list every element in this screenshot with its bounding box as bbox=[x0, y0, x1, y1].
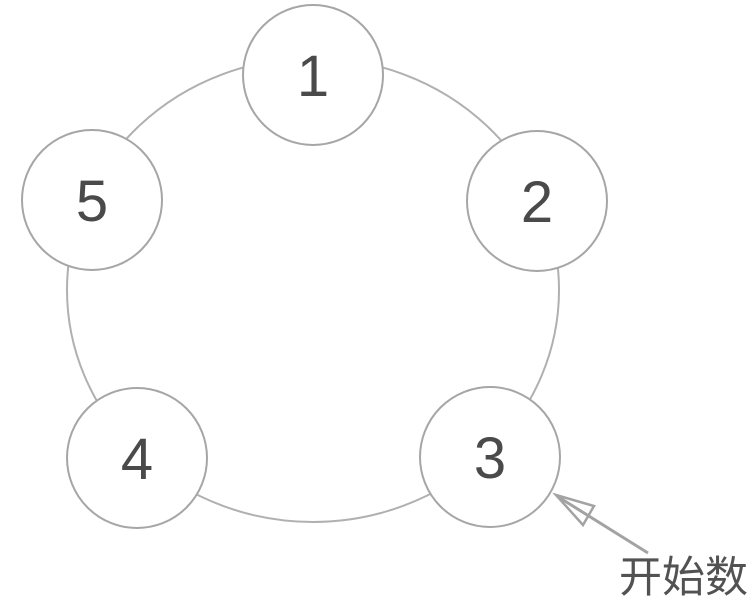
node-3: 3 bbox=[419, 386, 561, 528]
arrow-shaft bbox=[559, 496, 649, 555]
node-2-circle bbox=[466, 130, 608, 272]
node-2: 2 bbox=[466, 130, 608, 272]
node-5: 5 bbox=[21, 129, 163, 271]
node-3-circle bbox=[419, 386, 561, 528]
start-arrow bbox=[552, 492, 649, 555]
node-1: 1 bbox=[242, 4, 384, 146]
node-4: 4 bbox=[66, 387, 208, 529]
node-1-circle bbox=[242, 4, 384, 146]
node-5-label: 5 bbox=[76, 169, 108, 234]
node-4-circle bbox=[66, 387, 208, 529]
node-1-label: 1 bbox=[297, 44, 329, 109]
start-counting-annotation: 开始数 bbox=[619, 553, 748, 603]
node-3-label: 3 bbox=[474, 426, 506, 491]
node-4-label: 4 bbox=[121, 427, 153, 492]
node-5-circle bbox=[21, 129, 163, 271]
node-2-label: 2 bbox=[521, 170, 553, 235]
